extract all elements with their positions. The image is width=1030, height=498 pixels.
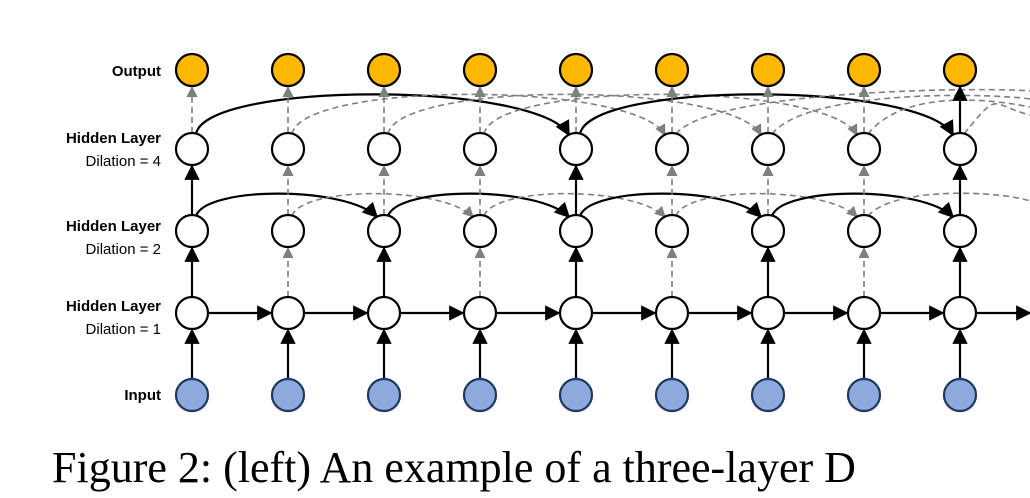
hidden-layer-2-dilation: Dilation = 2	[86, 241, 161, 258]
hidden4-node	[750, 131, 786, 167]
hidden2-dilation-dashed-edge-continue	[867, 192, 1030, 217]
output-node	[270, 52, 306, 88]
hidden2-node	[462, 213, 498, 249]
hidden2-dilation-dashed-edge	[291, 192, 474, 218]
output-label: Output	[112, 63, 161, 80]
output-node	[558, 52, 594, 88]
edges-layer	[184, 85, 1030, 379]
input-node	[366, 377, 402, 413]
figure-caption: Figure 2: (left) An example of a three-l…	[52, 443, 856, 492]
hidden2-node	[654, 213, 690, 249]
hidden4-dilation-dashed-edge-continue	[867, 99, 1030, 135]
hidden2-dilation-dashed-edge	[675, 192, 858, 218]
output-node	[750, 52, 786, 88]
hidden-layer-1-dilation: Dilation = 1	[86, 321, 161, 338]
hidden4-node	[462, 131, 498, 167]
output-node	[366, 52, 402, 88]
input-node	[270, 377, 306, 413]
hidden4-dilation-dashed-edge-continue	[675, 88, 1030, 135]
hidden1-node	[558, 295, 594, 331]
hidden4-dilation-edge	[578, 93, 954, 137]
nodes-layer	[174, 52, 978, 413]
hidden2-node	[270, 213, 306, 249]
input-node	[846, 377, 882, 413]
input-node	[174, 377, 210, 413]
hidden4-node	[942, 131, 978, 167]
hidden-layer-4-dilation: Dilation = 4	[86, 153, 161, 170]
hidden1-node	[750, 295, 786, 331]
hidden2-dilation-dashed-edge	[483, 192, 666, 218]
input-node	[942, 377, 978, 413]
input-node	[462, 377, 498, 413]
hidden4-node	[174, 131, 210, 167]
hidden2-dilation-edge	[770, 192, 955, 219]
output-node	[174, 52, 210, 88]
hidden1-node	[654, 295, 690, 331]
hidden4-node	[366, 131, 402, 167]
hidden1-node	[174, 295, 210, 331]
hidden2-dilation-edge	[194, 192, 379, 219]
hidden1-node	[366, 295, 402, 331]
output-node	[846, 52, 882, 88]
hidden4-node	[846, 131, 882, 167]
output-node	[462, 52, 498, 88]
hidden2-dilation-edge	[578, 192, 763, 219]
hidden-layer-4-title: Hidden Layer	[66, 130, 161, 147]
hidden1-node	[942, 295, 978, 331]
hidden-layer-2-title: Hidden Layer	[66, 218, 161, 235]
output-node	[942, 52, 978, 88]
hidden2-node	[846, 213, 882, 249]
output-node	[654, 52, 690, 88]
hidden4-node	[270, 131, 306, 167]
input-node	[654, 377, 690, 413]
dilated-rnn-diagram: Output Hidden Layer Dilation = 4 Hidden …	[66, 52, 1030, 413]
hidden2-node	[366, 213, 402, 249]
hidden1-node	[462, 295, 498, 331]
hidden2-node	[558, 213, 594, 249]
hidden2-node	[942, 213, 978, 249]
hidden2-dilation-edge	[386, 192, 571, 219]
hidden4-dilation-dashed-edge-continue	[963, 103, 1030, 135]
hidden4-dilation-edge	[194, 93, 570, 137]
input-label: Input	[124, 387, 161, 404]
hidden1-node	[270, 295, 306, 331]
hidden1-node	[846, 295, 882, 331]
hidden2-node	[750, 213, 786, 249]
hidden4-node	[654, 131, 690, 167]
input-node	[750, 377, 786, 413]
hidden2-node	[174, 213, 210, 249]
input-node	[558, 377, 594, 413]
hidden-layer-1-title: Hidden Layer	[66, 298, 161, 315]
hidden4-dilation-dashed-edge-continue	[771, 94, 1030, 135]
hidden4-node	[558, 131, 594, 167]
